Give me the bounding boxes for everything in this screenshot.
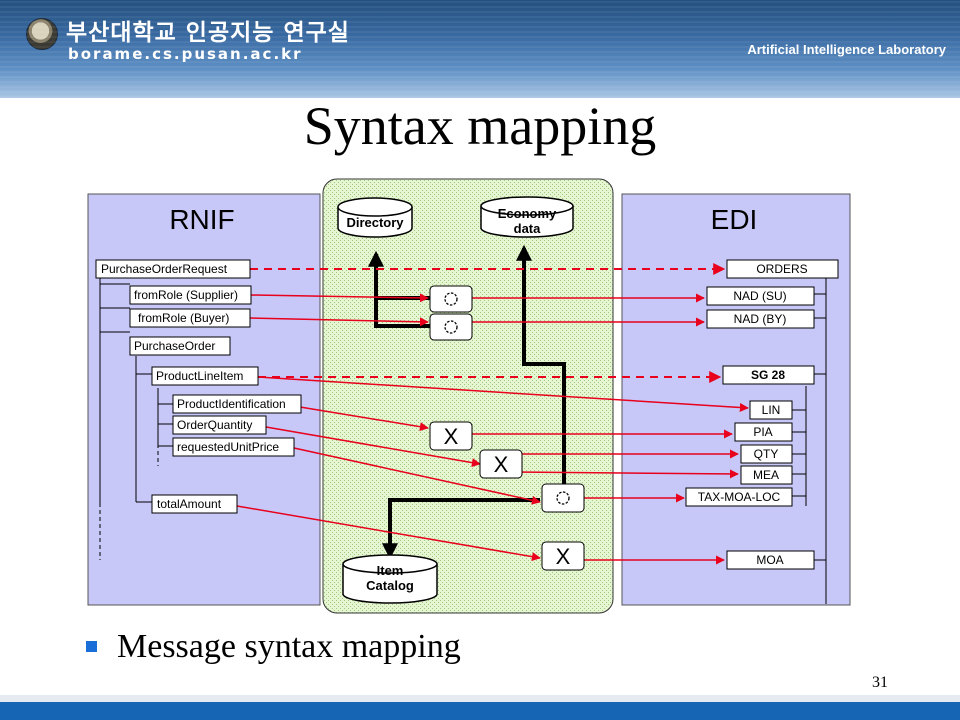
svg-text:requestedUnitPrice: requestedUnitPrice [177,440,279,454]
svg-text:MEA: MEA [753,468,779,482]
item-catalog-line2: Catalog [366,578,414,593]
edi-item-nad-su: NAD (SU) [706,286,815,306]
gear-icon [444,292,458,306]
edi-item-orders: ORDERS [726,259,839,279]
gear-node-buyer [429,313,473,341]
svg-text:NAD (BY): NAD (BY) [734,312,787,326]
footer-strip [0,690,960,720]
svg-text:fromRole (Supplier): fromRole (Supplier) [134,288,238,302]
university-seal-icon [26,18,58,50]
directory-database: Directory [337,197,413,238]
rnif-item-requested-unit-price: requestedUnitPrice [172,437,295,457]
cross-node-quantity: X [479,449,523,479]
gear-node-price [541,483,585,513]
gear-icon [556,491,570,505]
syntax-mapping-diagram: RNIF EDI [80,176,870,616]
rnif-tree-lines [99,272,173,560]
lab-name: Artificial Intelligence Laboratory [747,42,946,57]
edi-item-sg28: SG 28 [722,365,815,385]
svg-text:ORDERS: ORDERS [756,262,807,276]
edi-item-pia: PIA [734,422,793,442]
svg-text:PurchaseOrder: PurchaseOrder [134,339,215,353]
item-catalog-database: Item Catalog [342,554,438,604]
rnif-item-order-quantity: OrderQuantity [172,415,267,435]
slide-title: Syntax mapping [303,96,657,156]
university-url: borame.cs.pusan.ac.kr [68,45,303,63]
svg-text:PurchaseOrderRequest: PurchaseOrderRequest [101,262,228,276]
svg-text:TAX-MOA-LOC: TAX-MOA-LOC [698,490,781,504]
edi-item-lin: LIN [749,400,793,420]
solid-mappings [236,293,749,565]
cross-label: X [444,424,459,449]
item-catalog-line1: Item [377,563,404,578]
edi-tree-lines [792,274,827,604]
svg-text:ProductIdentification: ProductIdentification [177,397,286,411]
edi-panel [621,193,851,606]
edi-title: EDI [711,204,758,235]
university-name: 부산대학교 인공지능 연구실 [66,20,350,46]
cross-node-amount: X [541,541,585,571]
cross-node-identification: X [429,421,473,451]
dashed-mappings [250,263,726,383]
svg-text:fromRole (Buyer): fromRole (Buyer) [138,311,229,325]
rnif-item-product-line-item: ProductLineItem [151,366,259,386]
edi-item-moa: MOA [726,550,815,570]
rnif-item-from-role-supplier: fromRole (Supplier) [129,285,252,305]
edi-item-qty: QTY [740,444,793,464]
cross-label: X [494,452,509,477]
svg-text:SG 28: SG 28 [751,368,785,382]
svg-text:MOA: MOA [756,553,783,567]
cross-label: X [556,544,571,569]
gear-icon [444,320,458,334]
svg-text:LIN: LIN [762,403,781,417]
directory-label: Directory [346,215,404,230]
rnif-item-purchase-order-request: PurchaseOrderRequest [95,259,251,279]
edi-item-tax-moa-loc: TAX-MOA-LOC [685,487,793,507]
rnif-item-total-amount: totalAmount [151,494,238,514]
economy-label-line1: Economy [498,206,557,221]
bullet-square-icon [86,641,97,652]
header-banner: 부산대학교 인공지능 연구실 borame.cs.pusan.ac.kr Art… [0,0,960,98]
rnif-item-purchase-order: PurchaseOrder [129,336,231,356]
page-number: 31 [872,674,888,691]
edi-item-mea: MEA [740,465,793,485]
svg-text:totalAmount: totalAmount [157,497,222,511]
svg-text:OrderQuantity: OrderQuantity [177,418,252,432]
edi-item-nad-by: NAD (BY) [706,309,815,329]
svg-text:QTY: QTY [754,447,779,461]
bullet-text: Message syntax mapping [117,628,461,665]
gear-node-supplier [429,285,473,313]
svg-text:ProductLineItem: ProductLineItem [156,369,243,383]
rnif-title: RNIF [169,204,234,235]
economy-label-line2: data [514,221,542,236]
rnif-item-product-identification: ProductIdentification [172,394,302,414]
svg-text:NAD (SU): NAD (SU) [733,289,786,303]
rnif-item-from-role-buyer: fromRole (Buyer) [129,308,251,328]
economy-database: Economy data [480,196,574,238]
svg-text:PIA: PIA [753,425,772,439]
